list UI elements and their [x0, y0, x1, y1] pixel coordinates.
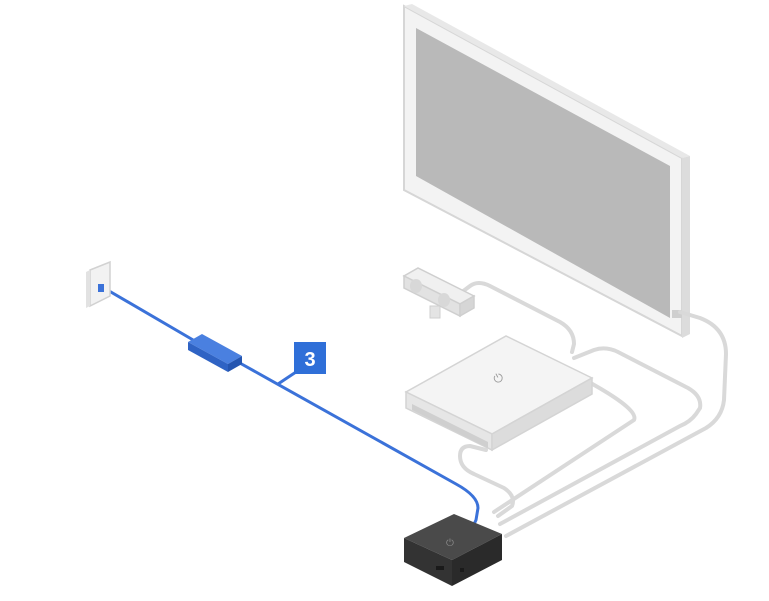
processor-unit-icon: ⏻: [404, 514, 502, 586]
wall-outlet-icon: [86, 260, 111, 308]
ac-adapter-icon: [188, 334, 242, 372]
svg-text:⏻: ⏻: [446, 538, 454, 549]
camera-icon: [402, 267, 476, 319]
step-label: 3: [294, 342, 326, 374]
step-number: 3: [304, 349, 315, 371]
console-icon: ⏻: [404, 335, 594, 452]
tv-icon: [403, 4, 690, 338]
